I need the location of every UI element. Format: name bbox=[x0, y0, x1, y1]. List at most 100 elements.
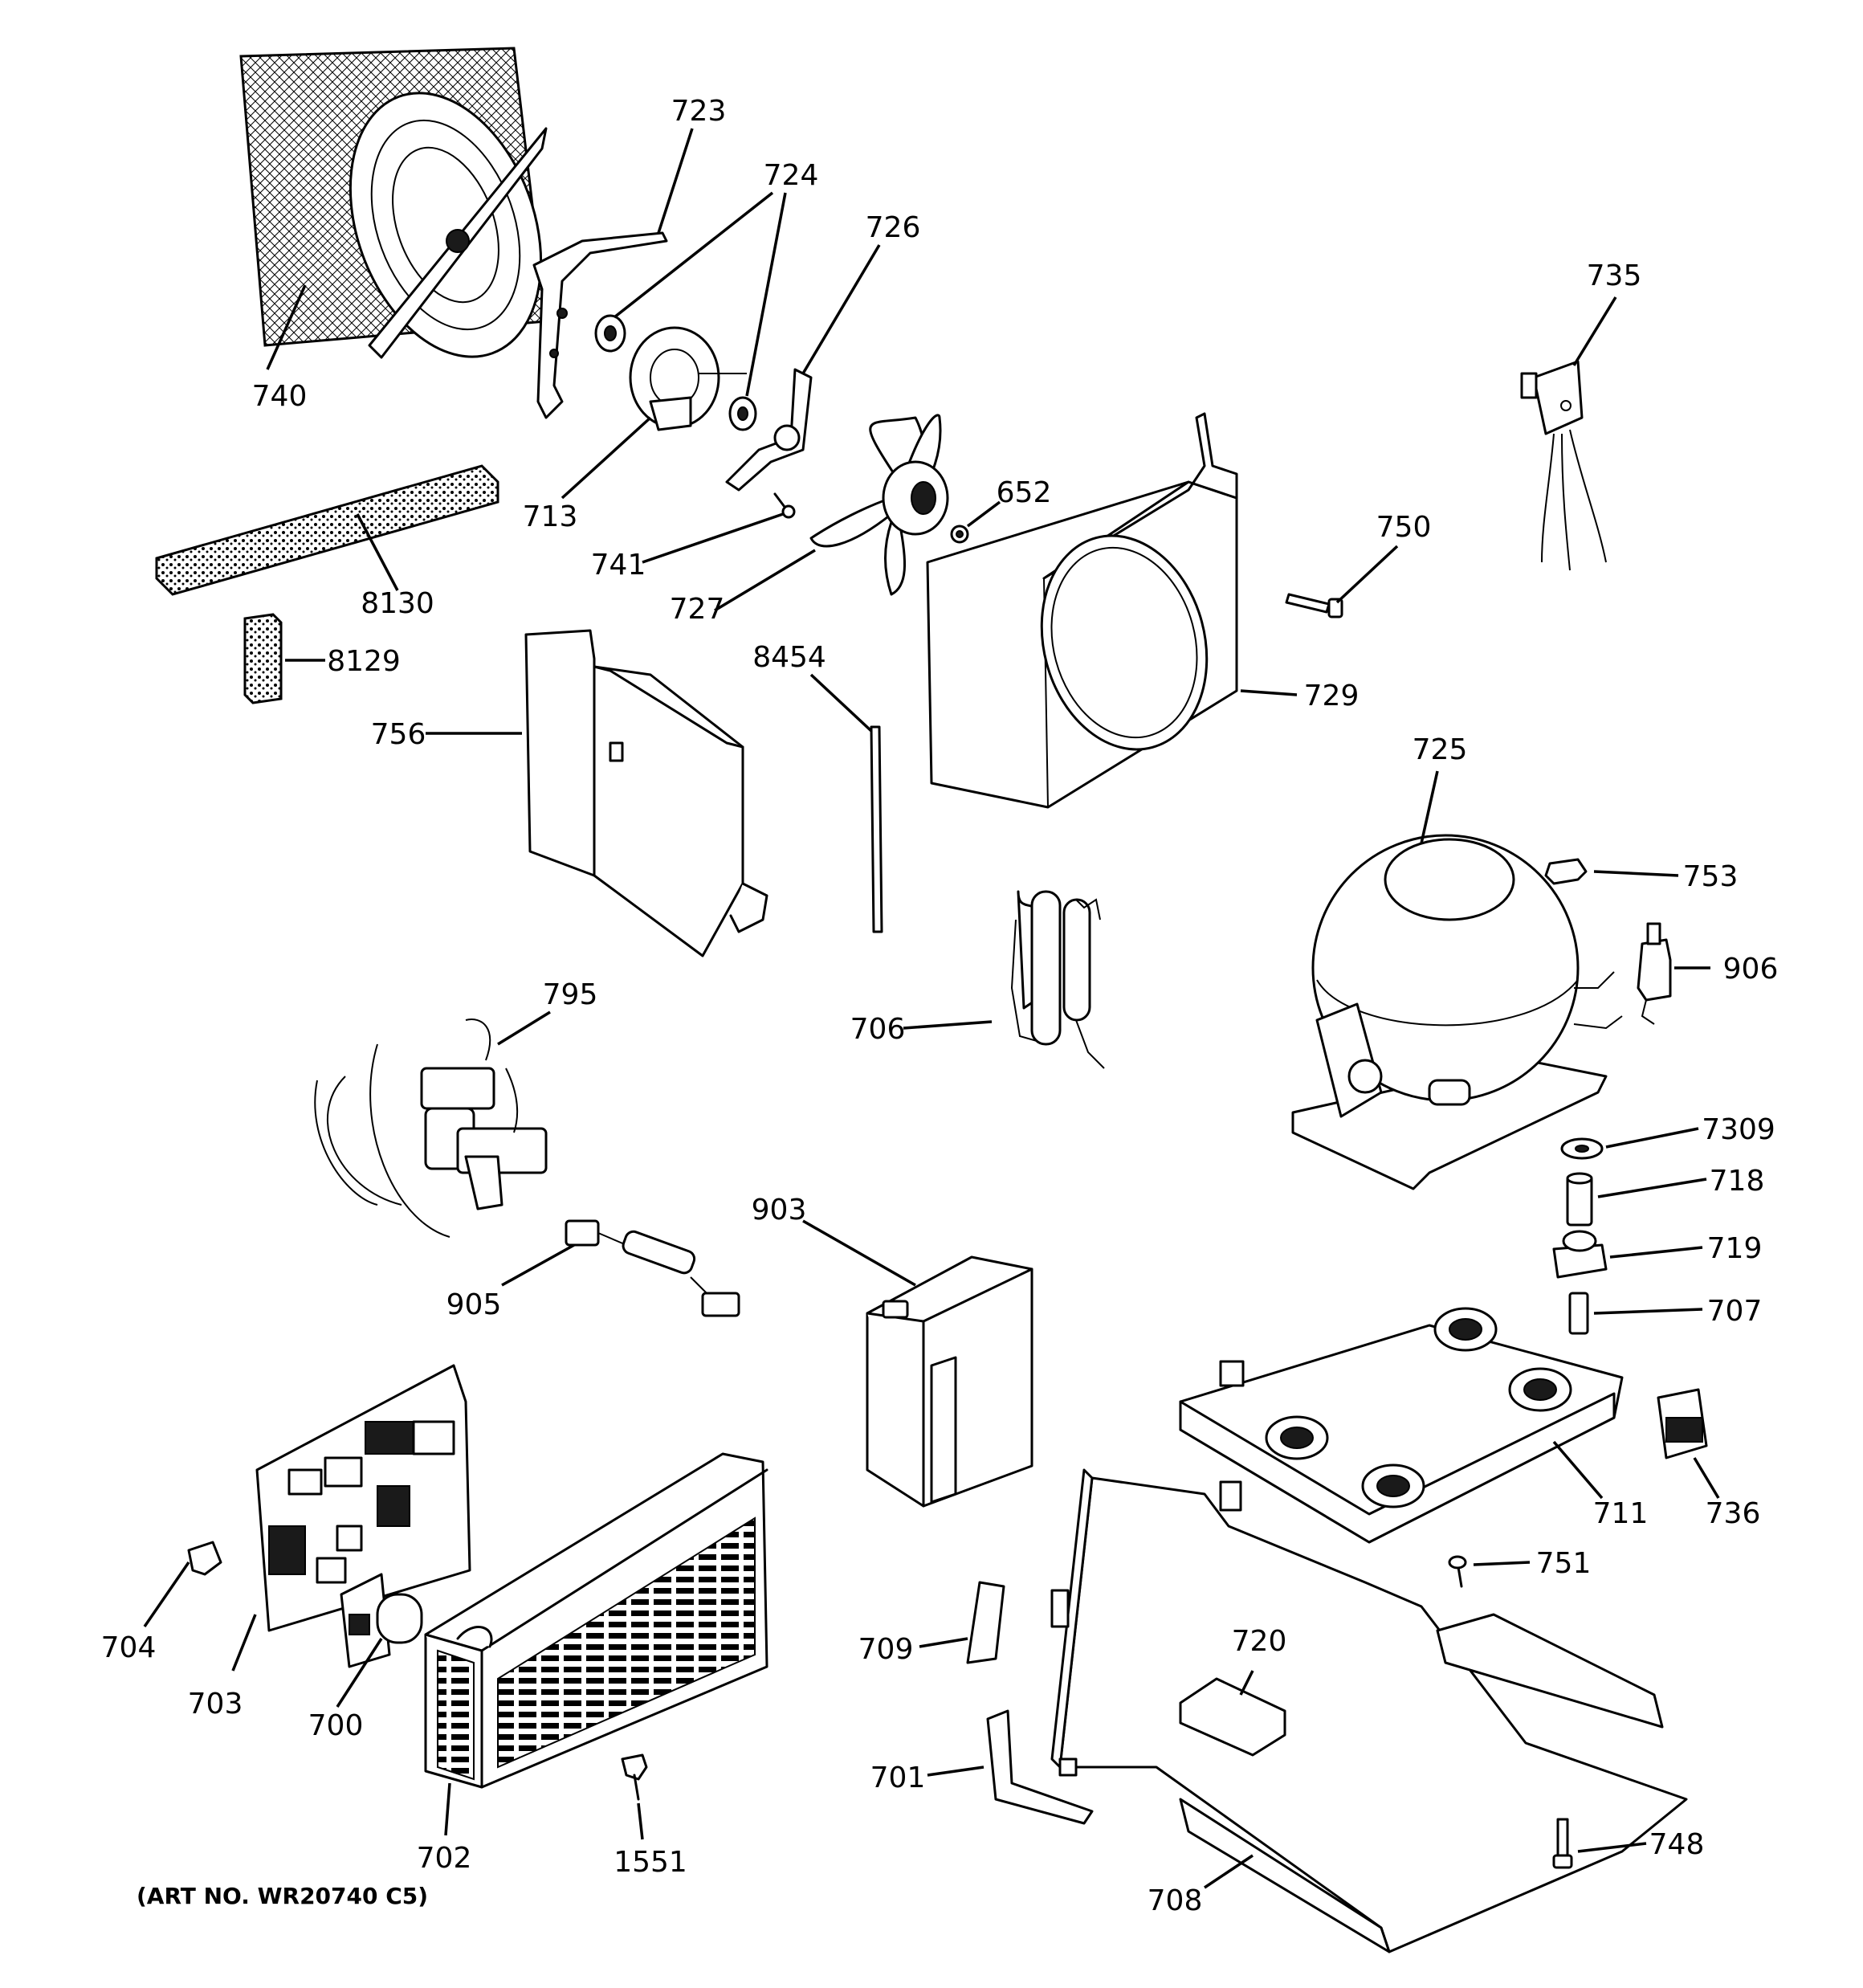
callout-1551: 1551 bbox=[614, 1846, 687, 1879]
callout-903: 903 bbox=[752, 1194, 807, 1227]
callout-718: 718 bbox=[1710, 1165, 1765, 1198]
callout-735: 735 bbox=[1587, 259, 1642, 292]
leader-718 bbox=[1597, 1178, 1707, 1198]
leader-706 bbox=[903, 1020, 993, 1030]
leader-741 bbox=[642, 512, 784, 564]
foam-block-8129 bbox=[243, 613, 283, 704]
drip-tray-711 bbox=[1179, 1307, 1624, 1544]
leader-720 bbox=[1239, 1670, 1254, 1696]
leader-725 bbox=[1420, 770, 1439, 844]
leader-740 bbox=[266, 284, 307, 370]
cover-panel-756 bbox=[524, 629, 768, 957]
bolt-748 bbox=[1552, 1818, 1573, 1869]
leader-724-b bbox=[745, 192, 787, 397]
fan-bracket-726 bbox=[725, 368, 813, 492]
callout-756: 756 bbox=[371, 718, 426, 751]
callout-723: 723 bbox=[671, 95, 727, 128]
clip-753 bbox=[1544, 858, 1588, 885]
leader-751 bbox=[1473, 1561, 1531, 1566]
callout-704: 704 bbox=[101, 1631, 157, 1664]
leader-723 bbox=[657, 128, 694, 234]
callout-905: 905 bbox=[446, 1288, 502, 1321]
callout-703: 703 bbox=[188, 1688, 243, 1721]
callout-8130: 8130 bbox=[361, 587, 434, 620]
screw-1551 bbox=[621, 1753, 648, 1801]
callout-724: 724 bbox=[764, 159, 819, 192]
leader-703 bbox=[231, 1614, 257, 1672]
fan-shroud-729 bbox=[926, 412, 1238, 809]
leader-753 bbox=[1593, 870, 1679, 877]
inverter-903 bbox=[866, 1255, 1033, 1508]
bracket-720 bbox=[1179, 1677, 1286, 1757]
callout-748: 748 bbox=[1649, 1828, 1705, 1861]
fan-blade-727 bbox=[809, 414, 949, 596]
leader-lines bbox=[143, 128, 1720, 1889]
callout-726: 726 bbox=[866, 211, 921, 244]
callout-725: 725 bbox=[1413, 733, 1468, 766]
leader-704 bbox=[143, 1561, 190, 1627]
leader-719 bbox=[1609, 1246, 1703, 1259]
leader-7309 bbox=[1605, 1127, 1699, 1149]
electronics-cover-702 bbox=[424, 1452, 768, 1789]
leader-729 bbox=[1240, 689, 1298, 696]
leader-724-a bbox=[613, 191, 774, 319]
callout-7309: 7309 bbox=[1702, 1113, 1775, 1146]
callout-720: 720 bbox=[1232, 1625, 1287, 1658]
leader-750 bbox=[1335, 545, 1399, 604]
screw-751 bbox=[1448, 1555, 1467, 1588]
callout-736: 736 bbox=[1706, 1497, 1761, 1530]
switch-736 bbox=[1657, 1388, 1708, 1459]
leader-735 bbox=[1572, 296, 1617, 366]
screw-750 bbox=[1285, 593, 1343, 618]
leader-727 bbox=[714, 549, 816, 612]
control-board-703 bbox=[255, 1364, 471, 1632]
callout-711: 711 bbox=[1593, 1497, 1649, 1530]
clip-704 bbox=[187, 1541, 222, 1576]
plate-709 bbox=[966, 1581, 1005, 1664]
nut-652 bbox=[950, 525, 969, 544]
callout-8454: 8454 bbox=[752, 641, 826, 674]
water-valve-795 bbox=[314, 1018, 548, 1238]
grommet-724-lower bbox=[728, 396, 757, 431]
callout-652: 652 bbox=[997, 476, 1052, 509]
callout-701: 701 bbox=[870, 1761, 926, 1794]
callout-740: 740 bbox=[252, 380, 308, 413]
leader-748 bbox=[1577, 1842, 1647, 1853]
washer-7309 bbox=[1560, 1137, 1604, 1160]
callout-719: 719 bbox=[1707, 1232, 1763, 1265]
callout-700: 700 bbox=[308, 1709, 364, 1742]
callout-906: 906 bbox=[1723, 953, 1779, 986]
leader-701 bbox=[927, 1766, 984, 1777]
callout-729: 729 bbox=[1304, 680, 1360, 712]
callout-713: 713 bbox=[523, 500, 578, 533]
filter-906 bbox=[1637, 922, 1672, 1025]
callout-labels: 740 723 724 726 735 713 652 741 750 8130… bbox=[101, 95, 1779, 1917]
callout-795: 795 bbox=[543, 978, 598, 1011]
callout-702: 702 bbox=[417, 1842, 472, 1875]
grommet-724-upper bbox=[594, 314, 626, 353]
callout-753: 753 bbox=[1683, 860, 1739, 893]
leader-702 bbox=[444, 1782, 451, 1836]
relay-plug-735 bbox=[1520, 360, 1607, 571]
leader-8130 bbox=[356, 513, 399, 591]
leader-713 bbox=[561, 416, 652, 500]
foam-strip-8130 bbox=[155, 464, 499, 596]
condenser-coil-740 bbox=[239, 47, 548, 359]
leader-8454 bbox=[809, 673, 873, 733]
leader-652 bbox=[966, 500, 1001, 528]
screw-741 bbox=[773, 492, 796, 519]
leader-736 bbox=[1693, 1457, 1720, 1499]
compressor-725 bbox=[1291, 834, 1623, 1190]
leader-903 bbox=[802, 1219, 916, 1287]
art-number: (ART NO. WR20740 C5) bbox=[137, 1883, 428, 1909]
leader-708 bbox=[1204, 1854, 1254, 1889]
leader-905 bbox=[501, 1243, 575, 1287]
leader-700 bbox=[336, 1638, 383, 1708]
leader-711 bbox=[1552, 1440, 1604, 1500]
motor-bracket-723 bbox=[532, 231, 668, 419]
callout-8129: 8129 bbox=[327, 645, 401, 678]
leader-726 bbox=[801, 244, 881, 374]
leader-795 bbox=[497, 1010, 551, 1046]
callout-741: 741 bbox=[591, 549, 646, 582]
